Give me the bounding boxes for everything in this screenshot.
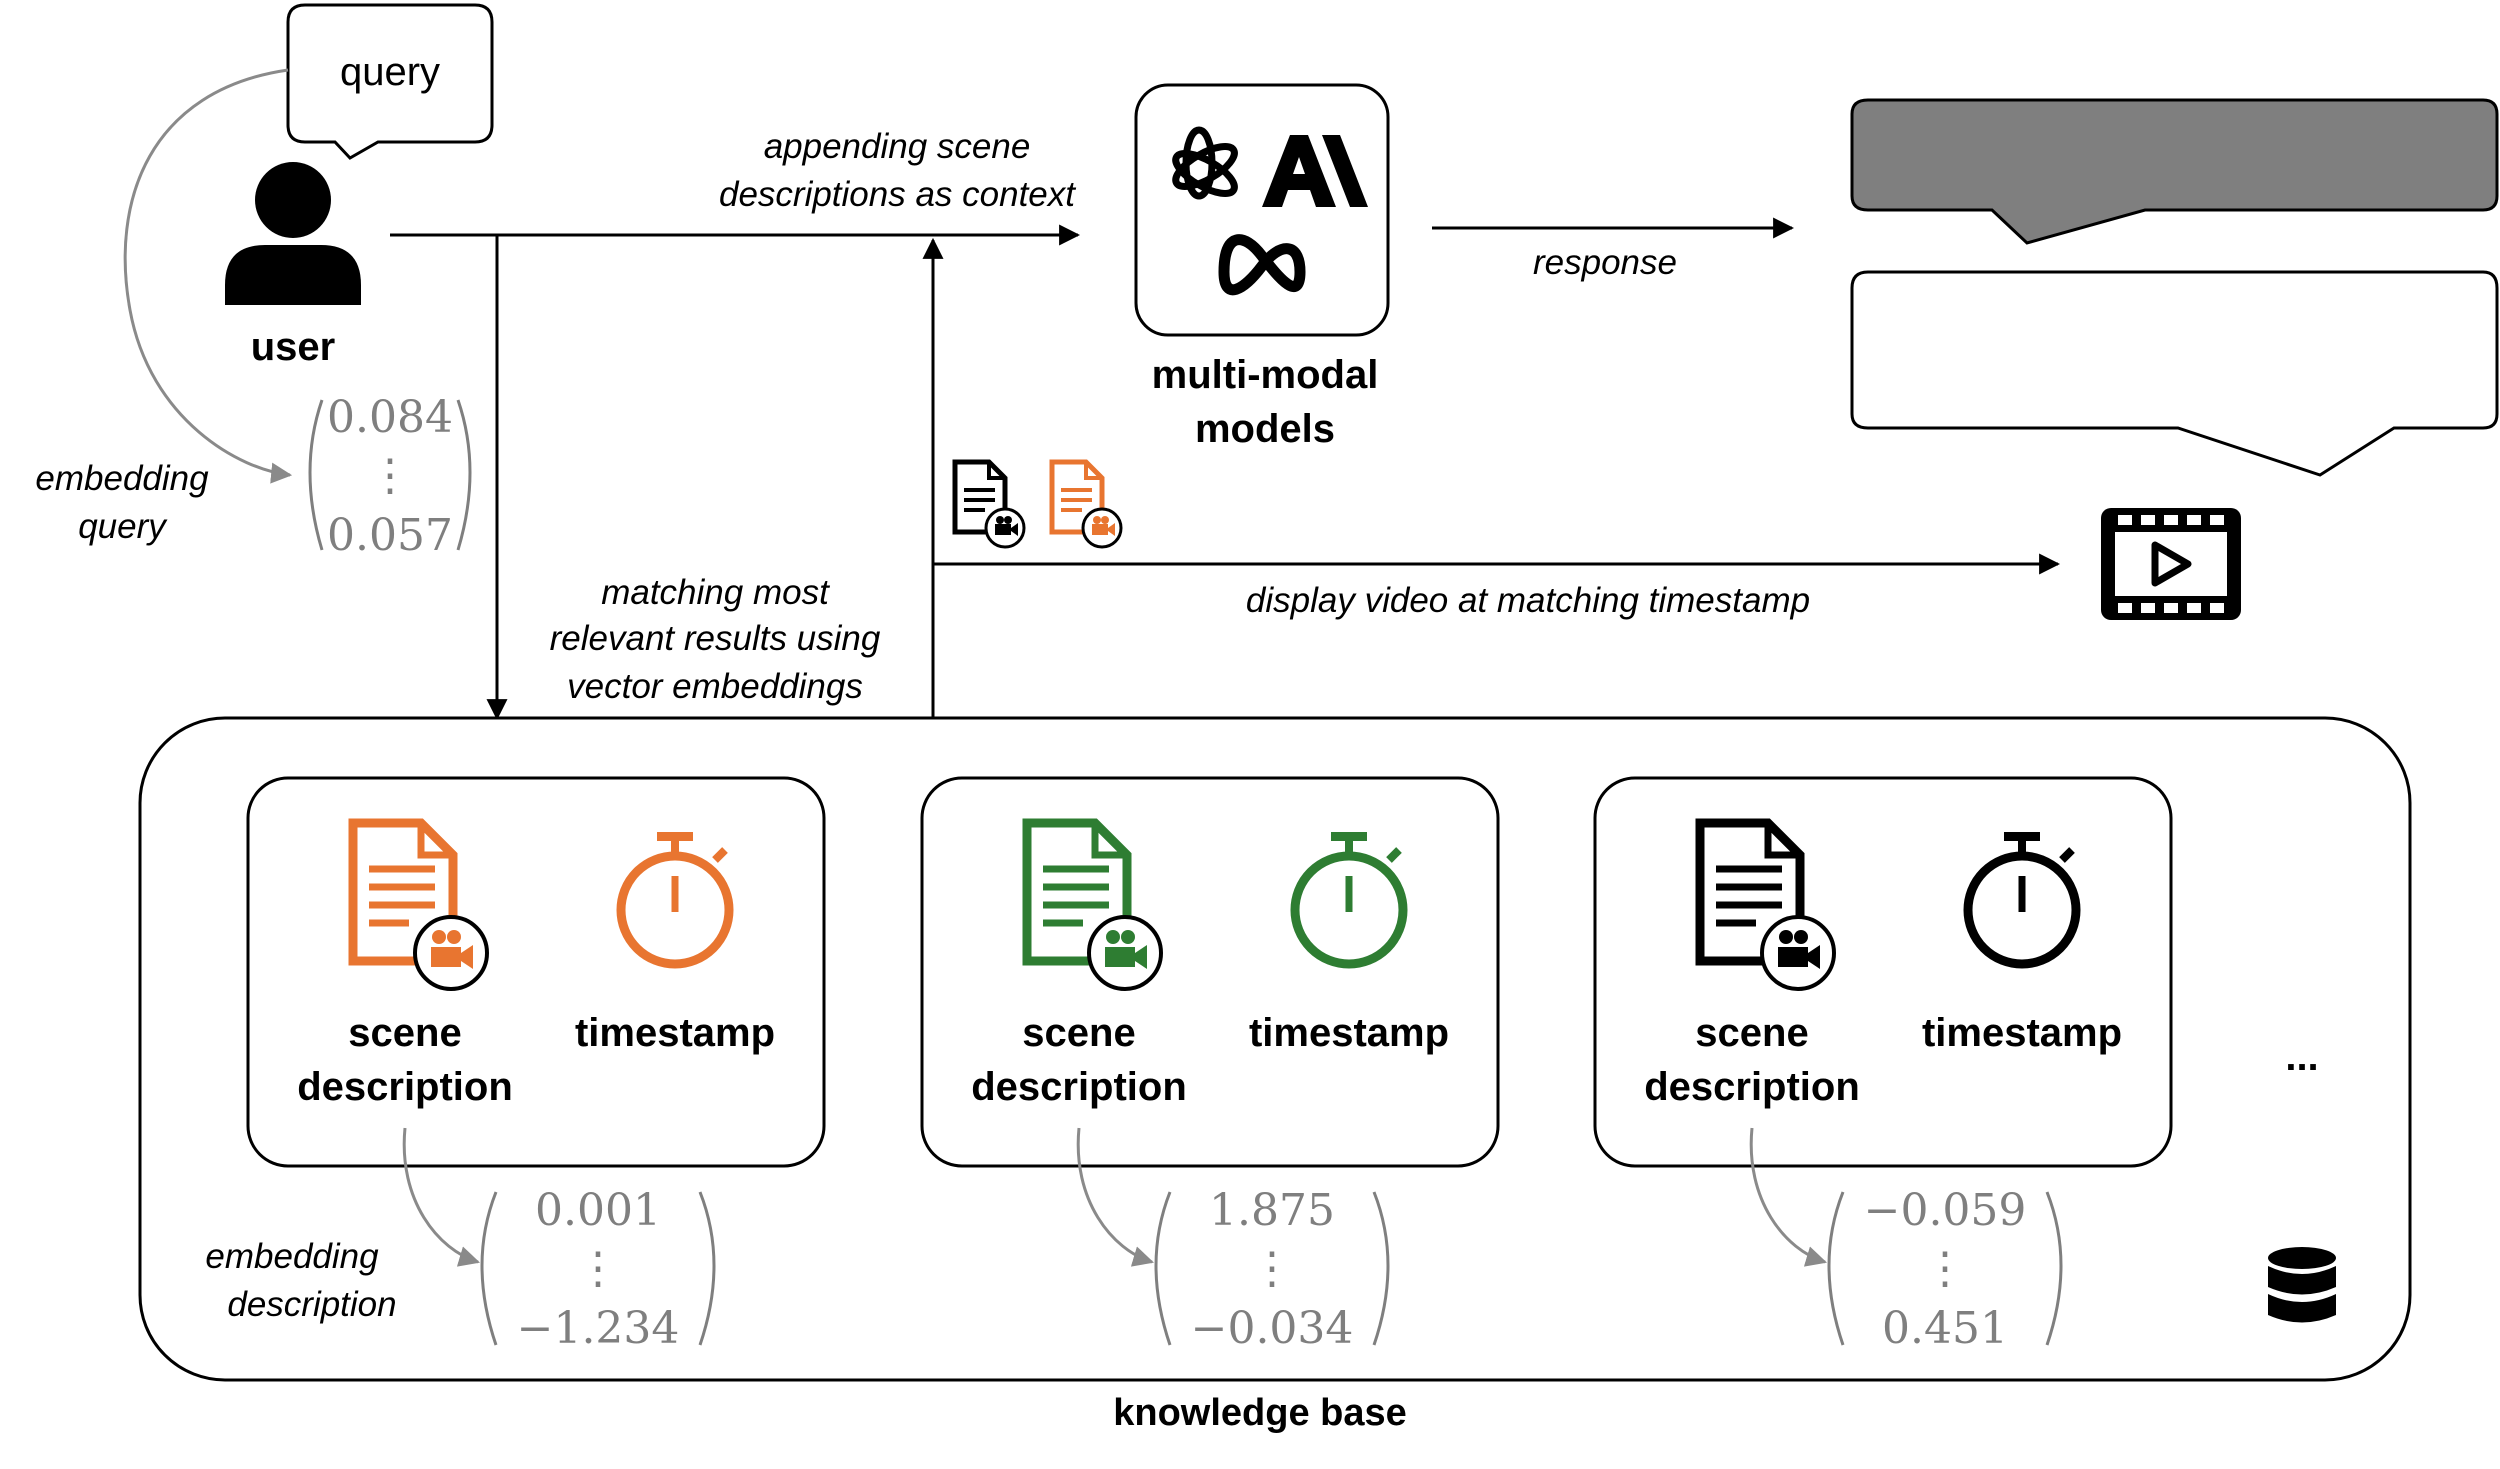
- embed-description-arrow: [1749, 1127, 1828, 1267]
- video-player-icon: [2101, 508, 2241, 620]
- kb-entry: scene description timestamp −0.059 ⋮ 0.451: [1593, 776, 2173, 1354]
- scene-label-1: scene: [1695, 1011, 1808, 1055]
- scene-document-icon: [1695, 818, 1836, 991]
- query-vector-bottom: 0.057: [327, 510, 453, 561]
- timestamp-label: timestamp: [1249, 1011, 1449, 1055]
- stopwatch-icon: [1963, 832, 2081, 969]
- models-label-1: multi-modal: [1152, 353, 1379, 397]
- append-label-2: descriptions as context: [719, 175, 1076, 214]
- query-bubble: query: [286, 3, 494, 160]
- scene-label-2: description: [1644, 1065, 1860, 1109]
- kb-ellipsis: ...: [2285, 1035, 2318, 1079]
- display-video-label: display video at matching timestamp: [1246, 581, 1810, 620]
- models-label-2: models: [1195, 407, 1335, 451]
- description-vector-dots: ⋮: [1923, 1243, 1967, 1294]
- query-vector-top: 0.084: [327, 392, 453, 443]
- openai-logo-icon: [1172, 126, 1238, 200]
- query-vector: 0.084 ⋮ 0.057: [308, 392, 472, 561]
- knowledge-base-entries: scenedescriptiontimestamp0.001⋮−1.234sce…: [246, 776, 2173, 1354]
- append-label-1: appending scene: [764, 127, 1031, 166]
- embed-description-arrow: [402, 1127, 481, 1267]
- kb-entry: scene description timestamp 0.001 ⋮ −1.234: [246, 776, 826, 1354]
- description-vector-top: 1.875: [1209, 1185, 1335, 1236]
- scene-document-icon: [348, 818, 489, 991]
- description-vector-dots: ⋮: [576, 1243, 620, 1294]
- knowledge-base-label: knowledge base: [1113, 1392, 1407, 1434]
- models-box: [1134, 83, 1390, 337]
- embedding-query-label-2: query: [78, 507, 168, 546]
- scene-label-2: description: [297, 1065, 513, 1109]
- scene-document-icon: [1022, 818, 1163, 991]
- embed-description-arrow: [1076, 1127, 1155, 1267]
- embedding-description-label-1: embedding: [205, 1237, 379, 1276]
- stopwatch-icon: [616, 832, 734, 969]
- user-label: user: [251, 325, 336, 369]
- kb-entry: scene description timestamp 1.875 ⋮ −0.034: [920, 776, 1500, 1354]
- description-vector: −0.059 ⋮ 0.451: [1827, 1185, 2063, 1354]
- timestamp-label: timestamp: [575, 1011, 775, 1055]
- description-vector-bottom: −0.034: [1191, 1303, 1354, 1354]
- scene-label-1: scene: [348, 1011, 461, 1055]
- match-label-1: matching most: [601, 573, 830, 612]
- query-vector-dots: ⋮: [368, 450, 412, 501]
- description-vector-bottom: 0.451: [1882, 1303, 2008, 1354]
- response-bubble: [1850, 98, 2499, 245]
- embedding-query-label-1: embedding: [35, 459, 209, 498]
- stopwatch-icon: [1290, 832, 1408, 969]
- empty-reply-bubble: [1850, 270, 2499, 477]
- match-label-3: vector embeddings: [567, 667, 863, 706]
- anthropic-logo-icon: [1262, 135, 1368, 207]
- embedding-description-label-2: description: [227, 1285, 396, 1324]
- user-icon: [225, 162, 361, 305]
- database-icon: [2268, 1247, 2336, 1323]
- description-vector: 1.875 ⋮ −0.034: [1154, 1185, 1390, 1354]
- small-orange-document-icon: [1049, 459, 1123, 549]
- query-bubble-text: query: [340, 50, 440, 94]
- description-vector: 0.001 ⋮ −1.234: [480, 1185, 716, 1354]
- description-vector-dots: ⋮: [1250, 1243, 1294, 1294]
- scene-label-1: scene: [1022, 1011, 1135, 1055]
- description-vector-bottom: −1.234: [517, 1303, 680, 1354]
- description-vector-top: −0.059: [1864, 1185, 2027, 1236]
- response-label: response: [1533, 243, 1677, 282]
- match-label-2: relevant results using: [550, 619, 881, 658]
- small-black-document-icon: [952, 459, 1026, 549]
- scene-label-2: description: [971, 1065, 1187, 1109]
- description-vector-top: 0.001: [535, 1185, 661, 1236]
- timestamp-label: timestamp: [1922, 1011, 2122, 1055]
- meta-logo-icon: [1218, 234, 1306, 296]
- embed-query-arrow: [123, 68, 293, 484]
